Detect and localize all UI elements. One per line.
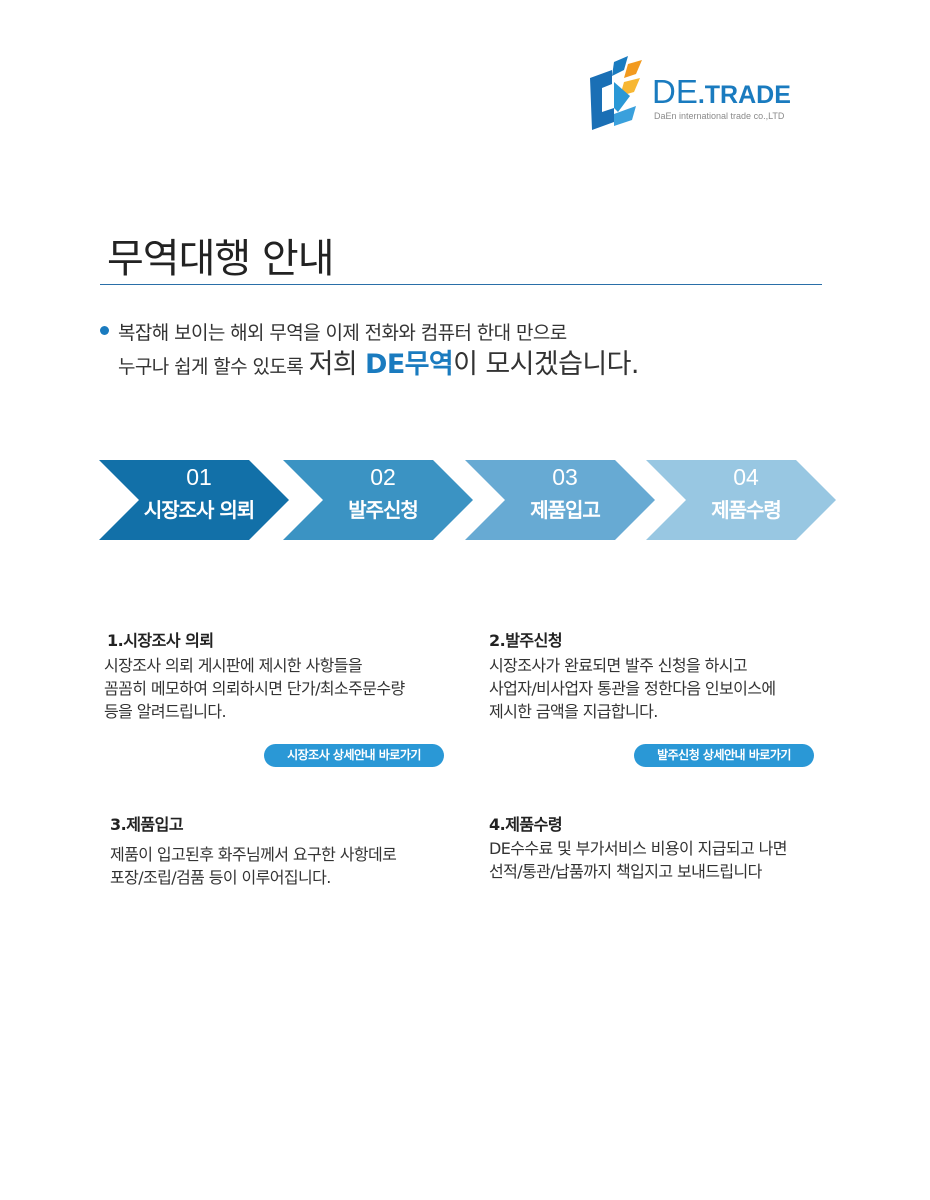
brand-name-de: DE xyxy=(652,73,698,110)
section-title-market-research: 1.시장조사 의뢰 xyxy=(107,631,214,650)
step-number: 03 xyxy=(552,464,578,490)
de-logo-mark-icon xyxy=(590,56,642,130)
page-title: 무역대행 안내 xyxy=(107,236,335,282)
section-body-product-arrival: 제품이 입고된후 화주님께서 요구한 사항데로 포장/조립/검품 등이 이루어집… xyxy=(110,843,397,889)
bullet-icon xyxy=(100,326,109,335)
intro-brand-highlight: DE무역 xyxy=(365,349,454,380)
intro-line-2-prefix: 누구나 쉽게 할수 있도록 xyxy=(118,356,309,378)
section-line: 시장조사 의뢰 게시판에 제시한 사항들을 xyxy=(104,656,363,675)
intro-line-1: 복잡해 보이는 해외 무역을 이제 전화와 컴퓨터 한대 만으로 xyxy=(118,322,567,344)
brand-subtitle: DaEn international trade co.,LTD xyxy=(654,111,785,121)
step-number: 04 xyxy=(733,464,759,490)
section-line: 선적/통관/납품까지 책입지고 보내드립니다 xyxy=(489,862,762,881)
title-divider xyxy=(100,284,822,285)
step-arrow-shape xyxy=(283,460,473,540)
section-body-order-request: 시장조사가 완료되면 발주 신청을 하시고 사업자/비사업자 통관을 정한다음 … xyxy=(489,654,776,723)
section-title-order-request: 2.발주신청 xyxy=(489,631,563,650)
section-line: 사업자/비사업자 통관을 정한다음 인보이스에 xyxy=(489,679,776,698)
step-arrow-shape xyxy=(465,460,655,540)
step-arrow-shape xyxy=(99,460,289,540)
order-request-detail-button[interactable]: 발주신청 상세안내 바로가기 xyxy=(634,744,814,767)
step-label: 발주신청 xyxy=(348,498,419,522)
intro-line-2-suffix: 이 모시겠습니다. xyxy=(453,349,639,380)
step-label: 제품입고 xyxy=(530,498,601,522)
brand-name-trade: .TRADE xyxy=(697,81,791,109)
step-number: 01 xyxy=(186,464,212,490)
section-title-product-receipt: 4.제품수령 xyxy=(489,815,563,834)
section-line: 꼼꼼히 메모하여 의뢰하시면 단가/최소주문수량 xyxy=(104,679,405,698)
brand-wordmark: DE.TRADE xyxy=(652,72,791,111)
section-title-product-arrival: 3.제품입고 xyxy=(110,815,184,834)
step-4-product-receipt[interactable]: 04 제품수령 xyxy=(646,460,836,540)
intro-line-2: 누구나 쉽게 할수 있도록 저희 DE무역이 모시겠습니다. xyxy=(118,342,639,381)
step-2-order-request[interactable]: 02 발주신청 xyxy=(283,460,473,540)
step-label: 시장조사 의뢰 xyxy=(143,498,255,522)
section-line: 등을 알려드립니다. xyxy=(104,702,227,721)
section-line: 제품이 입고된후 화주님께서 요구한 사항데로 xyxy=(110,845,397,864)
step-number: 02 xyxy=(370,464,396,490)
section-line: DE수수료 및 부가서비스 비용이 지급되고 나면 xyxy=(489,839,787,858)
step-3-product-arrival[interactable]: 03 제품입고 xyxy=(465,460,655,540)
section-line: 제시한 금액을 지급합니다. xyxy=(489,702,658,721)
intro-line-2-big: 저희 xyxy=(308,349,366,380)
market-research-detail-button[interactable]: 시장조사 상세안내 바로가기 xyxy=(264,744,444,767)
step-arrow-shape xyxy=(646,460,836,540)
section-body-product-receipt: DE수수료 및 부가서비스 비용이 지급되고 나면 선적/통관/납품까지 책입지… xyxy=(489,837,787,883)
section-line: 시장조사가 완료되면 발주 신청을 하시고 xyxy=(489,656,748,675)
section-body-market-research: 시장조사 의뢰 게시판에 제시한 사항들을 꼼꼼히 메모하여 의뢰하시면 단가/… xyxy=(104,654,405,723)
step-1-market-research[interactable]: 01 시장조사 의뢰 xyxy=(99,460,289,540)
section-line: 포장/조립/검품 등이 이루어집니다. xyxy=(110,868,331,887)
step-label: 제품수령 xyxy=(711,498,782,522)
brand-logo[interactable]: DE.TRADE DaEn international trade co.,LT… xyxy=(584,56,814,136)
